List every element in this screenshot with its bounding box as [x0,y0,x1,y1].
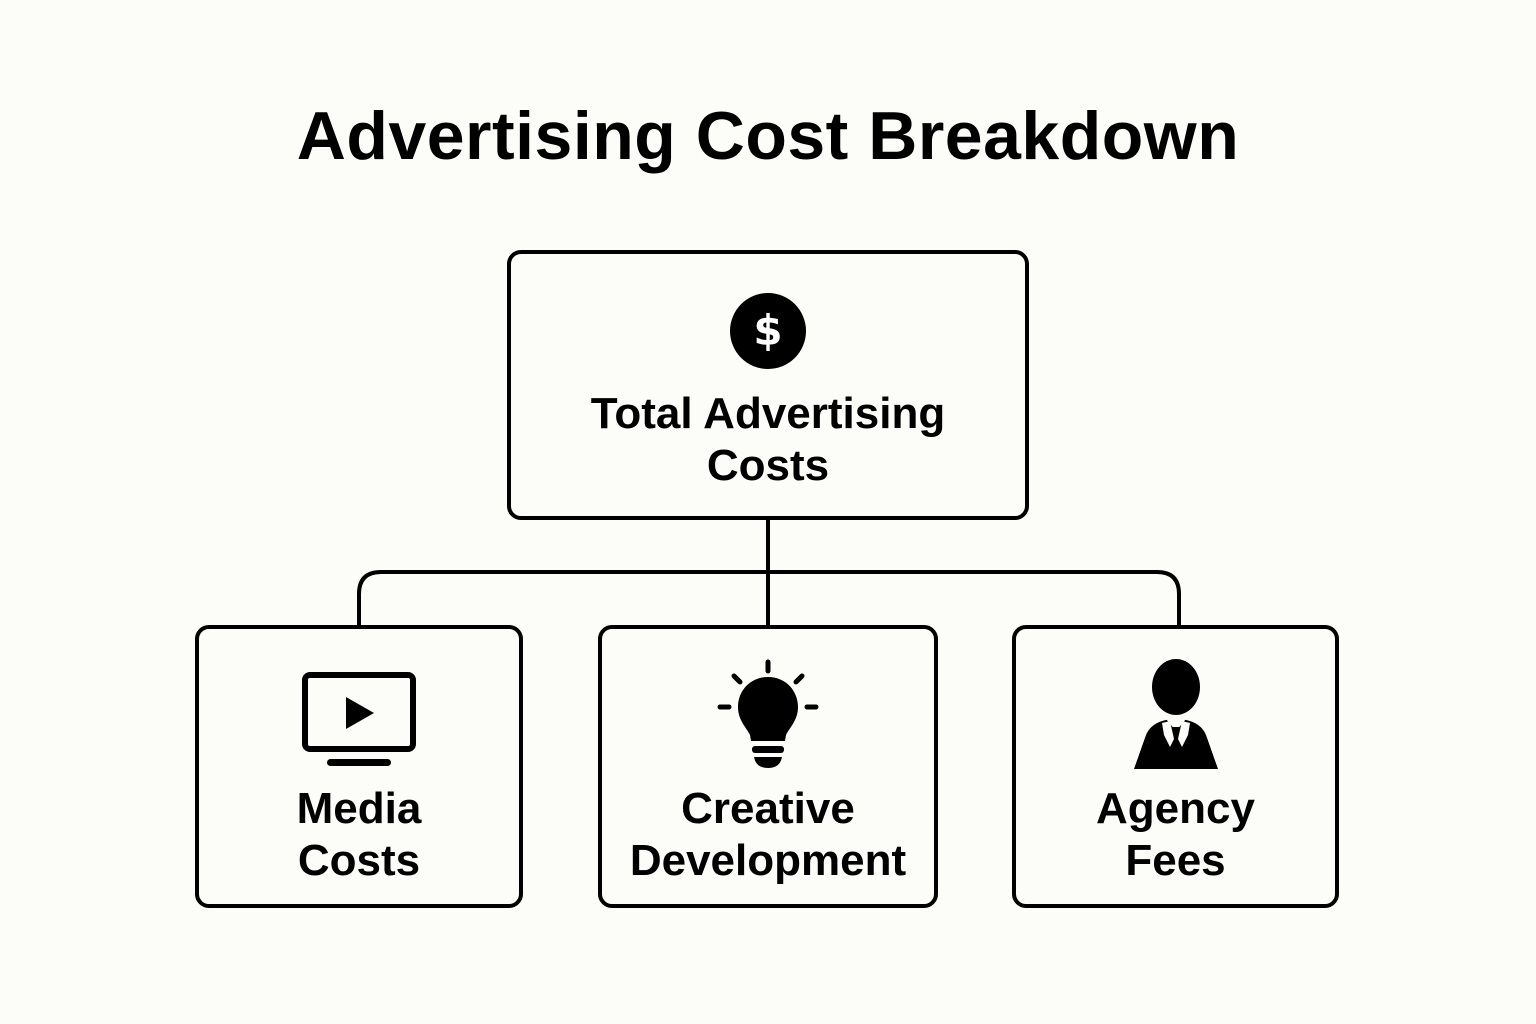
child-node-label-line-1: Media [296,784,422,833]
connector-branch [357,570,1181,629]
child-node-label: Agency Fees [1016,783,1335,887]
child-node-label-line-2: Costs [297,836,421,885]
child-node-label: Media Costs [199,783,519,887]
diagram-title: Advertising Cost Breakdown [296,98,1240,174]
child-node-creative-development: Creative Development [598,625,938,908]
child-node-label: Creative Development [602,783,934,887]
root-node-label: Total Advertising Costs [511,388,1025,492]
businessman-icon [1120,657,1232,776]
root-node-label-line-1: Total Advertising [590,389,946,438]
lightbulb-icon [716,657,820,776]
child-node-agency-fees: Agency Fees [1012,625,1339,908]
tv-play-icon [301,671,417,772]
child-node-media-costs: Media Costs [195,625,523,908]
child-node-label-line-1: Creative [681,784,855,833]
svg-text:$: $ [753,306,782,355]
child-node-label-line-2: Fees [1125,836,1226,885]
root-node-label-line-2: Costs [706,441,830,490]
root-node-total-advertising-costs: $ Total Advertising Costs [507,250,1029,520]
child-node-label-line-2: Development [629,836,907,885]
child-node-label-line-1: Agency [1096,784,1255,833]
dollar-icon: $ [729,292,807,375]
